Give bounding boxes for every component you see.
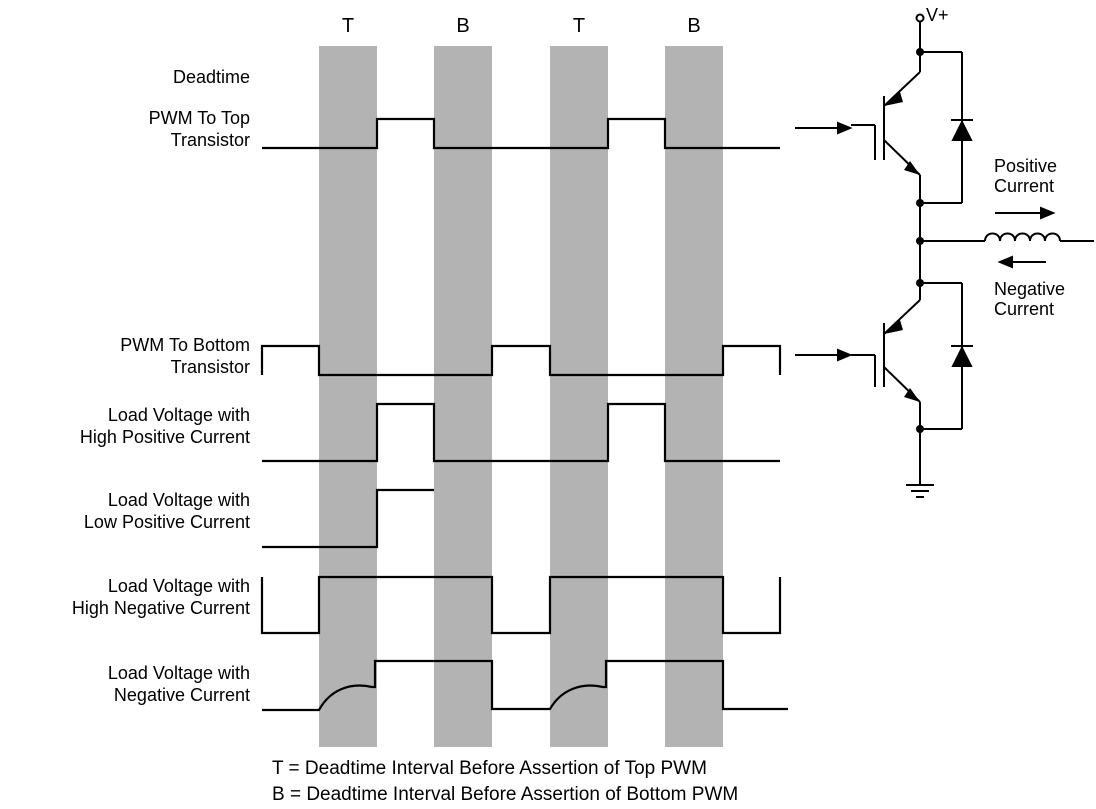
low-positive-waveform <box>262 488 434 549</box>
label-pwm-bottom-2: Transistor <box>170 357 250 377</box>
label-hi-pos-2: High Positive Current <box>79 427 250 447</box>
bottom-emitter-arrow <box>884 320 903 334</box>
label-hi-pos-1: Load Voltage with <box>107 405 250 425</box>
node-mid-lower <box>916 279 924 287</box>
node-mid <box>916 237 924 245</box>
top-emitter-arrow <box>884 92 903 106</box>
deadtime-band-t2 <box>550 46 608 747</box>
pwm-bottom-waveform <box>260 344 782 377</box>
label-hi-neg-1: Load Voltage with <box>107 576 250 596</box>
bottom-diode <box>951 345 973 367</box>
negative-current-waveform <box>262 659 788 712</box>
label-pwm-bottom-1: PWM To Bottom <box>120 335 250 355</box>
node-mid-upper <box>916 199 924 207</box>
column-label-b2: B <box>687 15 701 37</box>
node-bottom <box>916 425 924 433</box>
deadtime-band-t1 <box>319 46 377 747</box>
pwm-top-waveform <box>262 117 780 150</box>
positive-current-label-2: Current <box>994 176 1055 196</box>
label-hi-neg-2: High Negative Current <box>71 598 250 618</box>
deadtime-band-b2 <box>665 46 723 747</box>
bottom-lower-arrow <box>904 388 920 402</box>
column-label-t2: T <box>572 15 586 37</box>
supply-label: V+ <box>926 5 949 25</box>
high-positive-waveform <box>262 402 780 463</box>
deadtime-band-b1 <box>434 46 492 747</box>
column-label-t1: T <box>341 15 355 37</box>
top-diode <box>951 119 973 141</box>
label-pwm-top-1: PWM To Top <box>148 108 250 128</box>
label-lo-pos-2: Low Positive Current <box>83 512 250 532</box>
node-top <box>916 48 924 56</box>
top-lower-arrow <box>904 161 920 175</box>
positive-current-label-1: Positive <box>994 156 1058 176</box>
negative-current-label-2: Current <box>994 299 1055 319</box>
label-pwm-top-2: Transistor <box>170 130 250 150</box>
column-label-b1: B <box>456 15 470 37</box>
negative-current-label-1: Negative <box>994 279 1066 299</box>
label-neg-2: Negative Current <box>113 685 250 705</box>
inductor <box>984 232 1061 242</box>
label-neg-1: Load Voltage with <box>107 663 250 683</box>
legend-b: B = Deadtime Interval Before Assertion o… <box>272 784 739 805</box>
high-negative-waveform <box>260 575 782 635</box>
label-deadtime: Deadtime <box>172 67 250 87</box>
label-lo-pos-1: Load Voltage with <box>107 490 250 510</box>
legend-t: T = Deadtime Interval Before Assertion o… <box>272 758 707 779</box>
